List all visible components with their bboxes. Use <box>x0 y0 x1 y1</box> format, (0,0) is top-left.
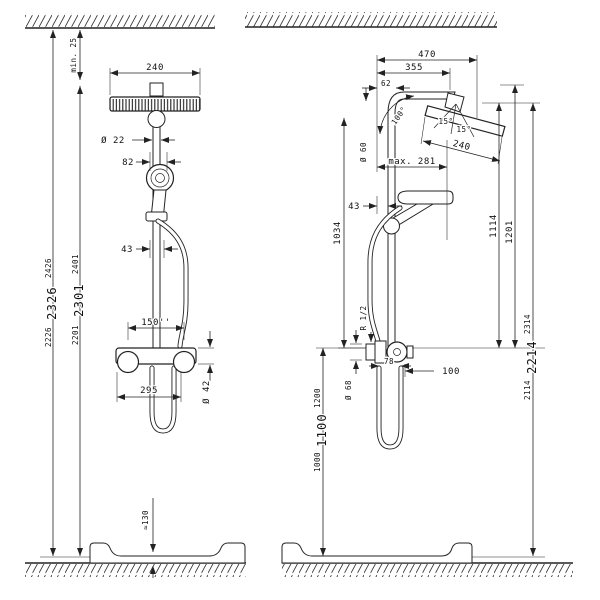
dim-o42-label: Ø 42 <box>201 380 212 404</box>
dim-tilt-angles: 15° 15° <box>433 103 475 138</box>
hose-loop-front <box>150 366 176 433</box>
dim-valve-span: 295 <box>116 372 182 402</box>
dim-1000-label: 1000 <box>313 452 322 472</box>
dim-holder-offset-right: 43 <box>347 196 402 214</box>
dim-max281-label: max. 281 <box>388 157 435 167</box>
dim-stack-outer-left: 2226 2326 2426 <box>43 30 60 556</box>
ceiling-hatch-right <box>245 12 497 27</box>
showerpipe-side-view <box>365 91 506 450</box>
bathtub-right <box>281 542 473 564</box>
dim-1201-label: 1201 <box>505 220 515 244</box>
dim-escutcheon: Ø 60 <box>358 88 369 163</box>
hose-loop-side <box>377 366 403 449</box>
dim-1200-label: 1200 <box>313 388 322 408</box>
bathtub-left <box>89 542 246 564</box>
dim-2401-label: 2401 <box>71 254 80 274</box>
shower-hose-side <box>368 206 402 347</box>
thermostat-body-side <box>374 340 387 364</box>
dim-1114-label: 1114 <box>489 214 499 238</box>
head-connector-side <box>444 92 465 113</box>
dim-470-label: 470 <box>418 50 436 60</box>
dim-o60-label: Ø 60 <box>359 142 368 162</box>
dim-2314-label: 2314 <box>523 314 532 334</box>
dim-1100-label: 1100 <box>315 413 329 447</box>
dim-2114-label: 2114 <box>523 380 532 400</box>
dim-pipe-diameter: Ø 22 <box>100 134 175 147</box>
dim-100-label: 100 <box>442 367 460 377</box>
dim-wall-to-pipe: 62 <box>362 78 410 91</box>
overhead-shower-front <box>109 96 201 112</box>
dim-valve-diameter: Ø 42 <box>198 331 214 405</box>
ceiling-hatch-left <box>25 13 215 28</box>
dim-43-left-label: 43 <box>121 245 133 255</box>
floor-right <box>282 562 573 577</box>
dim-r12-label: R 1/2 <box>359 305 368 330</box>
dim-43-right-label: 43 <box>348 202 360 212</box>
showerpipe-front-view <box>109 82 201 434</box>
dim-2301-label: 2301 <box>72 283 86 317</box>
dim-valve-to-head-face: 1114 <box>488 103 502 348</box>
dim-78-label: 78 <box>384 357 394 366</box>
hand-shower-center <box>155 173 165 183</box>
hose-loop-front-outline <box>149 365 177 434</box>
valve-cap-side <box>406 345 414 359</box>
floor-hatch-left <box>25 564 246 577</box>
hand-shower-head-side <box>397 190 454 205</box>
dim-82-label: 82 <box>122 158 134 168</box>
dim-15deg-a-label: 15° <box>438 117 453 126</box>
dim-min25-label: min. 25 <box>69 37 78 72</box>
hand-shower-face <box>145 163 175 193</box>
dim-wall-clearance: 100 <box>404 364 461 378</box>
dim-o68-label: Ø 68 <box>344 380 353 400</box>
dim-15deg-b-label: 15° <box>456 125 471 134</box>
dim-stack-floor-head: 2314 2214 2114 <box>522 103 540 556</box>
dim-2214-label: 2214 <box>525 340 539 374</box>
dim-stack-inner-left: 2201 2301 2401 <box>70 86 87 556</box>
dim-hose-width: 78 <box>369 356 411 369</box>
dim-2201-label: 2201 <box>71 325 80 345</box>
dim-valve-to-arm-top: 1201 <box>504 85 518 348</box>
dim-tub-height: ≈130 <box>140 498 156 578</box>
dim-130-label: ≈130 <box>141 510 150 530</box>
shower-hose-front <box>156 219 188 348</box>
ceiling-left <box>25 13 215 29</box>
dim-2326-label: 2326 <box>45 286 59 320</box>
dim-thread: R 1/2 <box>358 304 374 342</box>
dim-stack-floor-valve: 1200 1100 1000 <box>312 347 366 556</box>
dim-valve-to-holder: 1034 <box>332 118 366 349</box>
dim-240-side-label: 240 <box>452 139 472 153</box>
dim-295-label: 295 <box>140 386 158 396</box>
head-connector-front <box>149 82 164 97</box>
valve-handle-right <box>172 350 196 374</box>
dim-hand-offset: 82 <box>121 152 181 171</box>
hand-shower-spray-ring <box>150 168 170 188</box>
dim-2226-label: 2226 <box>44 327 53 347</box>
floor-hatch-right <box>282 564 573 577</box>
dim-240-label: 240 <box>146 63 164 73</box>
ceiling-right <box>245 12 497 28</box>
dim-150-label: 150'' <box>141 318 171 328</box>
wall-flange-side <box>365 343 376 361</box>
dim-reach-arm: 355 <box>377 62 451 90</box>
dim-reach-total: 470 <box>377 49 478 118</box>
dim-o22-label: Ø 22 <box>101 135 125 146</box>
valve-handle-hub <box>393 348 401 356</box>
dim-rosette: Ø 68 <box>343 330 362 401</box>
valve-handle-left <box>116 350 140 374</box>
dim-valve-centers: 150'' <box>127 317 185 340</box>
dim-1034-label: 1034 <box>333 221 343 245</box>
hose-loop-side-outline <box>376 365 404 450</box>
ball-joint-front <box>147 110 166 128</box>
dim-2426-label: 2426 <box>44 258 53 278</box>
floor-left <box>25 562 246 577</box>
dim-355-label: 355 <box>405 63 423 73</box>
dim-head-width: 240 <box>109 62 201 95</box>
dim-reach-max: max. 281 <box>377 140 448 240</box>
dim-62-label: 62 <box>381 79 391 88</box>
dim-holder-offset-left: 43 <box>120 240 178 258</box>
dim-min-ceiling: min. 25 <box>68 30 83 80</box>
